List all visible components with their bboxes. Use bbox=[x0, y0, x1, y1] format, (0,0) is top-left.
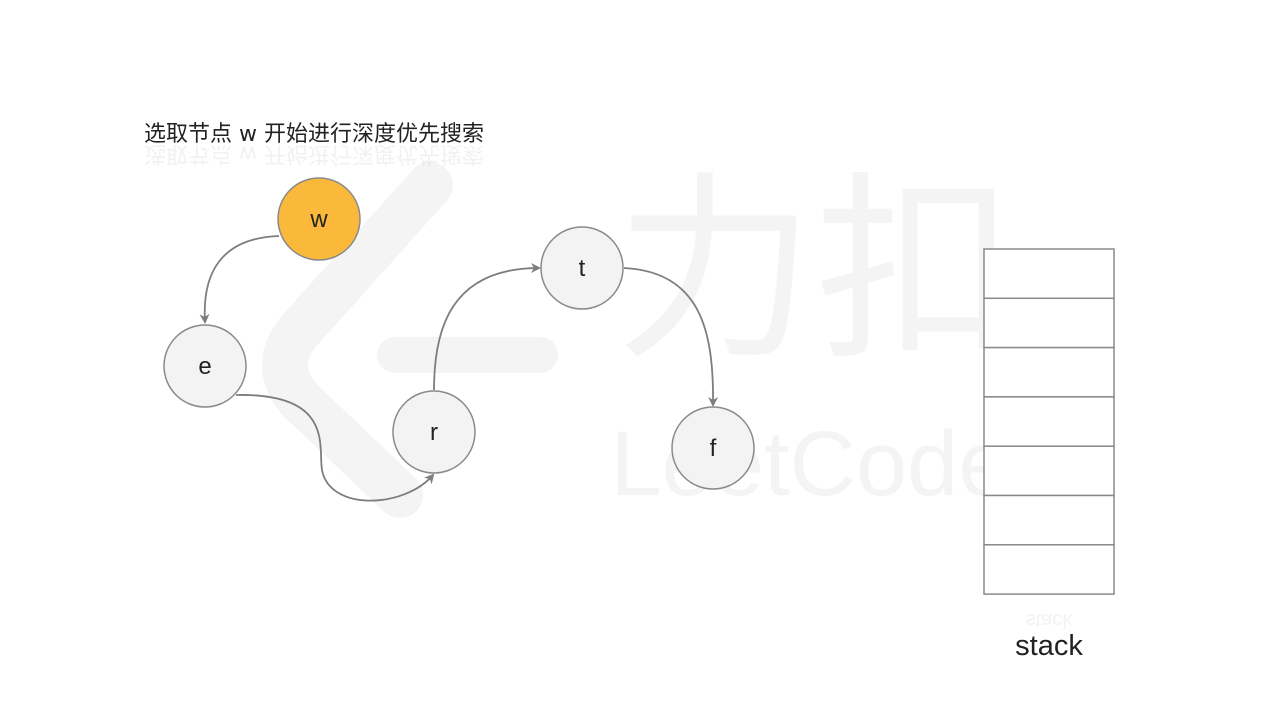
stack-slot-1 bbox=[983, 248, 1115, 300]
edge-e-r bbox=[235, 394, 435, 502]
step-caption: 选取节点 w 开始进行深度优先搜索 bbox=[144, 122, 484, 147]
edge-r-t bbox=[433, 263, 541, 391]
stack-slot-5 bbox=[983, 445, 1115, 497]
stack-label: stack bbox=[1015, 630, 1083, 662]
edges-layer bbox=[199, 235, 719, 502]
nodes-layer: w e r t f bbox=[163, 177, 755, 490]
node-label-w: w bbox=[309, 206, 328, 233]
node-label-r: r bbox=[430, 419, 438, 446]
graph-node-f: f bbox=[671, 406, 755, 490]
graph-node-r: r bbox=[392, 390, 476, 474]
node-circle-f bbox=[671, 406, 755, 490]
leetcode-logo-icon bbox=[262, 162, 558, 518]
graph-node-e: e bbox=[163, 324, 247, 408]
stack-label-reflection: stack bbox=[1025, 609, 1073, 631]
leetcode-watermark: 力扣 LeetCode bbox=[262, 155, 1015, 518]
stack-slot-7 bbox=[983, 544, 1115, 595]
stack-container bbox=[983, 248, 1115, 595]
node-circle-t bbox=[540, 226, 624, 310]
stack-slot-3 bbox=[983, 346, 1115, 398]
watermark-chinese-text: 力扣 bbox=[615, 155, 1015, 388]
graph-node-w: w bbox=[277, 177, 361, 261]
node-circle-r bbox=[392, 390, 476, 474]
node-label-t: t bbox=[579, 255, 586, 282]
stack-slot-6 bbox=[983, 494, 1115, 546]
graph-node-t: t bbox=[540, 226, 624, 310]
stack-slot-4 bbox=[983, 396, 1115, 447]
watermark-brand-text: LeetCode bbox=[611, 413, 1010, 515]
node-circle-w bbox=[277, 177, 361, 261]
node-circle-e bbox=[163, 324, 247, 408]
node-label-e: e bbox=[198, 353, 211, 380]
step-caption-reflection: 选取节点 w 开始进行深度优先搜索 bbox=[144, 141, 484, 166]
node-label-f: f bbox=[710, 435, 717, 462]
edge-w-e bbox=[199, 235, 280, 324]
stack-slot-2 bbox=[983, 297, 1115, 349]
edge-t-f bbox=[623, 267, 719, 407]
